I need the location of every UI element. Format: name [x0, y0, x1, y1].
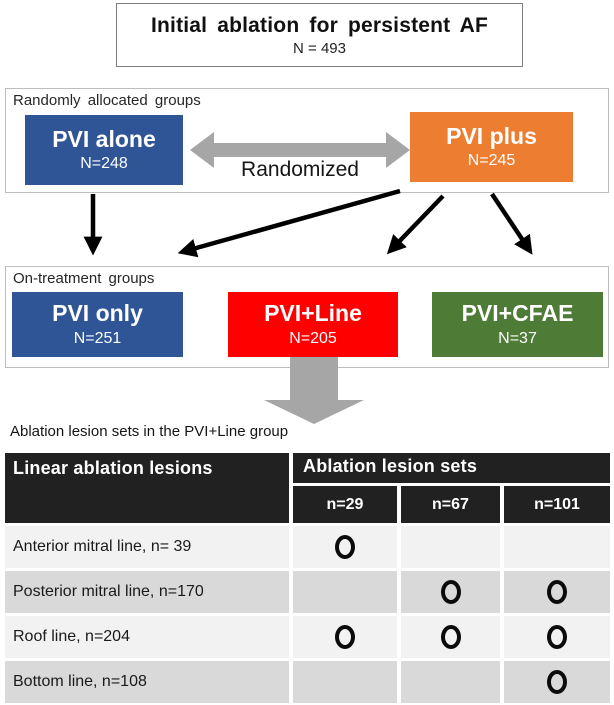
table-header-linear-ablation-lesions: Linear ablation lesions: [5, 453, 289, 523]
pvi-only-n: N=251: [73, 329, 122, 347]
pvi-line-box: PVI+Line N=205: [228, 292, 398, 357]
randomly-allocated-label: Randomly allocated groups: [13, 92, 201, 109]
circle-mark-icon: [335, 535, 355, 559]
arrow-pvi-plus-to-pvi-only-icon: [177, 188, 401, 258]
circle-mark-icon: [440, 625, 461, 649]
on-treatment-label: On-treatment groups: [13, 270, 155, 287]
pvi-alone-name: PVI alone: [52, 125, 156, 152]
pvi-cfae-box: PVI+CFAE N=37: [432, 292, 603, 357]
empty-mark-cell: [401, 526, 500, 568]
table-row-label: Roof line, n=204: [5, 616, 289, 658]
table-row-label: Anterior mitral line, n= 39: [5, 526, 289, 568]
circle-mark-cell: [504, 571, 610, 613]
pvi-plus-name: PVI plus: [446, 122, 537, 149]
pvi-plus-n: N=245: [467, 152, 516, 170]
table-subheader-n101: n=101: [504, 486, 610, 523]
arrow-pvi-plus-to-pvi-cfae-icon: [490, 192, 533, 255]
pvi-only-box: PVI only N=251: [12, 292, 183, 357]
pvi-line-name: PVI+Line: [264, 300, 362, 327]
lesion-table: Linear ablation lesions Ablation lesion …: [5, 453, 610, 703]
pvi-line-n: N=205: [289, 329, 337, 347]
circle-mark-cell: [293, 616, 397, 658]
randomized-label: Randomized: [241, 158, 359, 181]
pvi-cfae-n: N=37: [498, 329, 537, 347]
table-row-label: Bottom line, n=108: [5, 661, 289, 703]
circle-mark-cell: [504, 616, 610, 658]
table-subheader-n29: n=29: [293, 486, 397, 523]
circle-mark-icon: [547, 625, 567, 649]
circle-mark-icon: [547, 670, 567, 694]
circle-mark-cell: [401, 616, 500, 658]
pvi-only-name: PVI only: [52, 300, 143, 327]
pvi-alone-box: PVI alone N=248: [25, 115, 183, 185]
circle-mark-icon: [440, 580, 461, 604]
figure-title-n: N = 493: [293, 39, 346, 57]
empty-mark-cell: [504, 526, 610, 568]
pvi-alone-n: N=248: [80, 155, 128, 173]
pvi-plus-box: PVI plus N=245: [410, 112, 573, 182]
arrow-pvi-plus-to-pvi-line-icon: [386, 194, 445, 255]
circle-mark-cell: [401, 571, 500, 613]
empty-mark-cell: [293, 571, 397, 613]
circle-mark-cell: [293, 526, 397, 568]
figure-title: Initial ablation for persistent AF: [150, 13, 489, 37]
table-caption: Ablation lesion sets in the PVI+Line gro…: [10, 423, 289, 440]
circle-mark-icon: [547, 580, 567, 604]
table-subheader-n67: n=67: [401, 486, 500, 523]
circle-mark-cell: [504, 661, 610, 703]
pvi-cfae-name: PVI+CFAE: [461, 300, 574, 327]
empty-mark-cell: [293, 661, 397, 703]
table-header-ablation-lesion-sets: Ablation lesion sets: [293, 453, 610, 483]
empty-mark-cell: [401, 661, 500, 703]
table-row-label: Posterior mitral line, n=170: [5, 571, 289, 613]
circle-mark-icon: [335, 625, 355, 649]
title-box: Initial ablation for persistent AF N = 4…: [116, 3, 523, 67]
